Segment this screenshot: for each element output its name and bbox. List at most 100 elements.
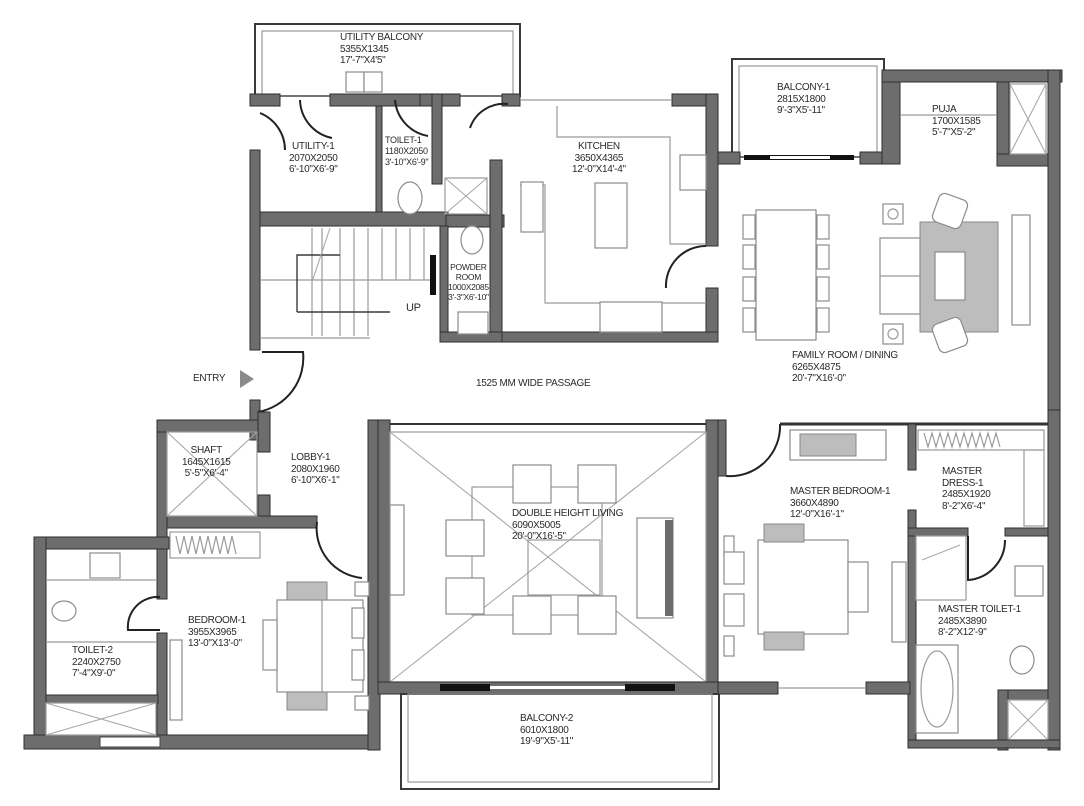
toilet-1-door-icon bbox=[394, 99, 429, 137]
room-size-mm: 2080X1960 bbox=[291, 463, 340, 475]
room-name: BALCONY-2 bbox=[520, 713, 574, 724]
room-name: LOBBY-1 bbox=[291, 452, 331, 463]
kitchen-label: KITCHEN 3650X4365 12'-0"X14'-4" bbox=[572, 141, 626, 176]
shower-cross-icon bbox=[444, 177, 488, 215]
powder-wc-icon bbox=[460, 225, 484, 255]
room-name: POWDER bbox=[450, 262, 487, 272]
master-basin-icon bbox=[1014, 565, 1044, 597]
room-name: UTILITY BALCONY bbox=[340, 32, 424, 43]
master-bedroom-door-icon bbox=[725, 423, 782, 478]
room-size-ft: 3'-3"X6'-10" bbox=[448, 292, 489, 302]
kitchen-island-icon bbox=[594, 182, 628, 249]
room-size-mm: 5355X1345 bbox=[340, 43, 389, 55]
room-size-mm: 3660X4890 bbox=[790, 497, 839, 509]
room-size-mm: 6265X4875 bbox=[792, 361, 841, 373]
master-bed-icon bbox=[723, 523, 869, 657]
toilet-2-label: TOILET-2 2240X2750 7'-4"X9'-0" bbox=[72, 645, 121, 680]
puja-label: PUJA 1700X1585 5'-7"X5'-2" bbox=[932, 104, 981, 139]
room-size-ft: 5'-5"X6'-4" bbox=[184, 468, 229, 479]
room-size-ft: 6'-10"X6'-9" bbox=[289, 164, 338, 175]
utility-balcony-label: UTILITY BALCONY 5355X1345 17'-7"X4'5" bbox=[340, 32, 423, 67]
cooktop-icon bbox=[679, 154, 707, 191]
room-size-ft: 12'-0"X16'-1" bbox=[790, 509, 844, 520]
room-name: MASTER BEDROOM-1 bbox=[790, 486, 891, 497]
room-name: TOILET-1 bbox=[385, 135, 422, 145]
living-tv-unit-icon bbox=[389, 504, 405, 596]
balcony-1-outline bbox=[717, 58, 885, 165]
room-size-mm: 3650X4365 bbox=[574, 152, 624, 164]
room-size-mm: 6090X5005 bbox=[512, 519, 561, 531]
master-toilet-door-icon bbox=[967, 536, 1007, 582]
stair-up-label: UP bbox=[406, 302, 421, 314]
bedroom-1-tv-unit-icon bbox=[169, 639, 183, 721]
utility-inner-door-icon bbox=[299, 99, 333, 139]
kitchen-door-icon bbox=[664, 244, 707, 289]
room-name: KITCHEN bbox=[577, 141, 620, 152]
wardrobe-icon bbox=[169, 531, 261, 559]
toilet-2-fixtures bbox=[45, 552, 157, 736]
passage-label: 1525 MM WIDE PASSAGE bbox=[476, 378, 591, 389]
toilet-2-door-icon bbox=[126, 595, 161, 631]
puja-walls bbox=[881, 69, 1063, 411]
bedroom-1-label: BEDROOM-1 3955X3965 13'-0"X13'-0" bbox=[188, 615, 246, 650]
sofa-icon bbox=[879, 192, 999, 354]
room-size-mm: 1645X1615 bbox=[182, 456, 231, 468]
bedroom-1-walls bbox=[23, 419, 381, 751]
room-name: UTILITY-1 bbox=[291, 141, 335, 152]
master-toilet-fixtures bbox=[907, 535, 1061, 751]
room-name: FAMILY ROOM / DINING bbox=[792, 350, 898, 361]
room-size-ft: 8'-2"X12'-9" bbox=[938, 627, 987, 638]
entry-door-icon bbox=[257, 351, 305, 413]
balcony-2-label: BALCONY-2 6010X1800 19'-9"X5'-11" bbox=[520, 713, 573, 748]
master-bedroom-1-label: MASTER BEDROOM-1 3660X4890 12'-0"X16'-1" bbox=[790, 486, 891, 521]
double-height-living-label: DOUBLE HEIGHT LIVING 6090X5005 20'-0"X16… bbox=[512, 508, 623, 543]
room-size-mm: 3955X3965 bbox=[188, 626, 237, 638]
staircase-icon bbox=[260, 227, 430, 339]
lobby-1-label: LOBBY-1 2080X1960 6'-10"X6'-1" bbox=[291, 452, 340, 487]
bedroom-1-door-icon bbox=[315, 521, 363, 579]
room-size-mm: 1000X2085 bbox=[448, 282, 489, 292]
room-size-ft: 13'-0"X13'-0" bbox=[188, 638, 242, 649]
room-name: SHAFT bbox=[190, 445, 223, 456]
room-name: TOILET-2 bbox=[72, 645, 113, 656]
room-name-line2: ROOM bbox=[455, 272, 482, 282]
room-size-mm: 2815X1800 bbox=[777, 93, 826, 105]
room-size-ft: 3'-10"X6'-9" bbox=[385, 157, 429, 167]
room-size-ft: 7'-4"X9'-0" bbox=[72, 668, 116, 679]
bathtub-icon bbox=[915, 644, 959, 734]
master-sofa-icon bbox=[789, 429, 887, 461]
room-name: MASTER bbox=[942, 466, 982, 477]
master-bedroom-walls bbox=[717, 409, 1061, 751]
utility-1-label: UTILITY-1 2070X2050 6'-10"X6'-9" bbox=[289, 141, 338, 176]
room-name: DOUBLE HEIGHT LIVING bbox=[512, 508, 624, 519]
room-size-mm: 2240X2750 bbox=[72, 656, 121, 668]
service-block-walls bbox=[249, 93, 516, 441]
room-size-mm: 1180X2050 bbox=[385, 146, 428, 156]
room-size-mm: 2070X2050 bbox=[289, 152, 338, 164]
family-dining-label: FAMILY ROOM / DINING 6265X4875 20'-7"X16… bbox=[792, 350, 898, 385]
master-dress-wardrobe-icon bbox=[917, 429, 1045, 527]
room-name: BALCONY-1 bbox=[777, 82, 831, 93]
room-size-mm: 1700X1585 bbox=[932, 115, 981, 127]
room-size-ft: 19'-9"X5'-11" bbox=[520, 736, 573, 747]
room-name: MASTER TOILET-1 bbox=[938, 604, 1021, 615]
entry-arrow-icon bbox=[240, 370, 254, 388]
room-name-line2: DRESS-1 bbox=[942, 477, 984, 489]
toilet-1-wc-icon bbox=[397, 181, 423, 215]
room-size-mm: 2485X3890 bbox=[938, 615, 987, 627]
room-name: BEDROOM-1 bbox=[188, 615, 246, 626]
shaft-walls bbox=[156, 411, 318, 553]
kitchen-top-door-icon bbox=[469, 102, 509, 129]
room-size-ft: 20'-0"X16'-5" bbox=[512, 531, 566, 542]
tv-unit-icon bbox=[1011, 214, 1031, 326]
utility-door-icon bbox=[259, 112, 286, 151]
entry-label: ENTRY bbox=[193, 373, 226, 384]
balcony-2-outline bbox=[400, 693, 720, 790]
room-size-mm: 6010X1800 bbox=[520, 724, 569, 736]
room-size-ft: 17'-7"X4'5" bbox=[340, 55, 386, 66]
toilet-2-wc-icon bbox=[51, 600, 77, 622]
kitchen-counters bbox=[520, 106, 707, 333]
master-wc-icon bbox=[1009, 645, 1035, 675]
powder-basin-icon bbox=[457, 311, 489, 335]
